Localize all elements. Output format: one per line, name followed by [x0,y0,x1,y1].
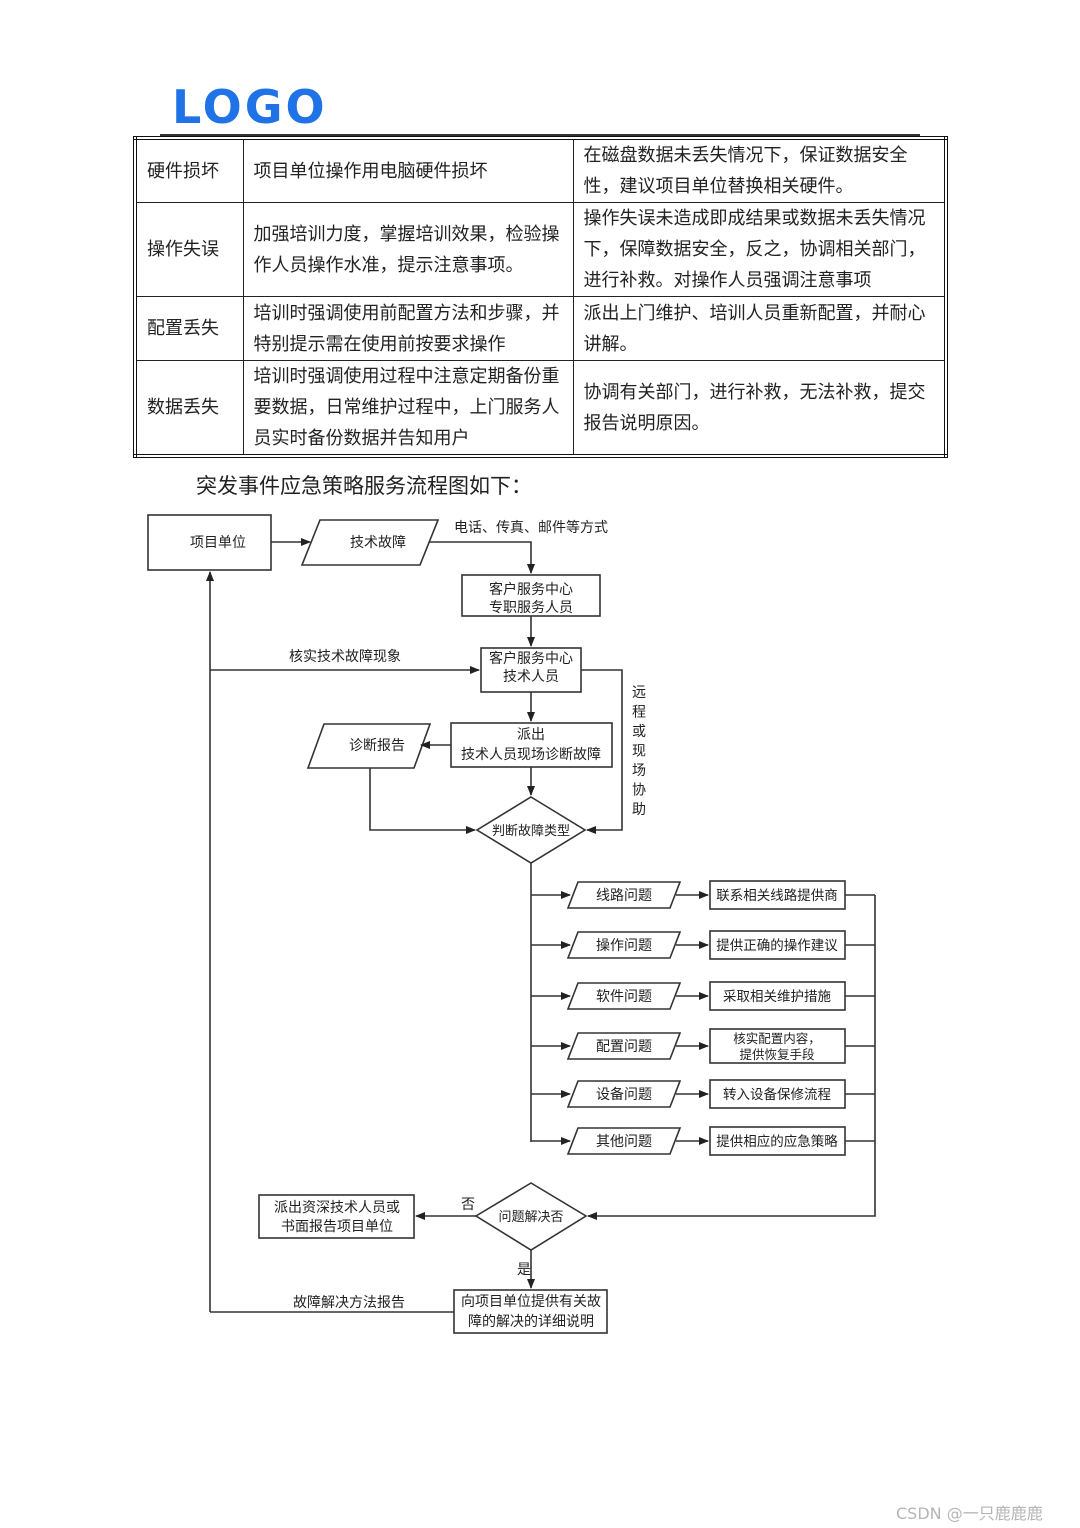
table-row: 配置丢失 培训时强调使用前配置方法和步骤，并特别提示需在使用前按要求操作 派出上… [134,296,947,361]
label-senior-b: 书面报告项目单位 [281,1219,393,1235]
remote-label-char: 助 [632,802,646,818]
watermark: CSDN @一只鹿鹿鹿 [896,1504,1043,1523]
remote-label-char: 或 [632,724,646,740]
table-cell-type: 操作失误 [134,202,244,297]
action-label: 提供恢复手段 [739,1047,814,1062]
table-cell-type: 配置丢失 [134,296,244,361]
problem-label: 其他问题 [596,1134,652,1150]
label-service-center-2-b: 技术人员 [503,669,559,685]
table-cell-response: 协调有关部门，进行补救，无法补救，提交报告说明原因。 [572,360,947,457]
node-senior [258,1194,415,1239]
label-service-center-1-a: 客户服务中心 [489,581,573,598]
problem-label: 设备问题 [596,1086,652,1103]
action-label: 采取相关维护措施 [723,989,831,1005]
label-diagnosis-report: 诊断报告 [349,738,405,754]
problem-label: 软件问题 [596,989,652,1005]
logo: LOGO [172,80,328,134]
label-yes: 是 [517,1262,531,1278]
label-no: 否 [461,1197,475,1213]
node-tech-fault [300,519,440,566]
table-cell-type: 数据丢失 [134,360,244,457]
node-diagnosis-report [306,723,432,769]
label-method-report: 故障解决方法报告 [293,1295,405,1311]
problem-node [566,931,682,959]
table-row: 数据丢失 培训时强调使用过程中注意定期备份重要数据，日常维护过程中，上门服务人员… [134,360,947,457]
label-contact-methods: 电话、传真、邮件等方式 [454,519,608,536]
table-cell-prevention: 加强培训力度，掌握培训效果，检验操作人员操作水准，提示注意事项。 [242,202,574,297]
problem-label: 线路问题 [596,888,652,904]
table-cell-prevention: 培训时强调使用过程中注意定期备份重要数据，日常维护过程中，上门服务人员实时备份数… [242,360,574,457]
remote-label-char: 协 [632,783,646,799]
problem-node [566,1080,682,1108]
label-dispatch-b: 技术人员现场诊断故障 [461,747,601,763]
risk-table: 硬件损坏 项目单位操作用电脑硬件损坏 在磁盘数据未丢失情况下，保证数据安全性，建… [133,136,948,458]
problem-node [566,1127,682,1155]
action-label: 提供相应的应急策略 [716,1133,838,1150]
action-label: 联系相关线路提供商 [716,888,838,904]
flowchart-intro: 突发事件应急策略服务流程图如下： [196,474,532,498]
remote-label-char: 现 [632,744,646,760]
label-tech-fault: 技术故障 [350,535,406,551]
remote-label-char: 程 [632,705,646,721]
label-service-center-2-a: 客户服务中心 [489,650,573,667]
label-senior-a: 派出资深技术人员或 [274,1200,400,1216]
label-dispatch-a: 派出 [517,727,545,743]
table-cell-response: 派出上门维护、培训人员重新配置，并耐心讲解。 [572,296,947,361]
label-service-center-1-b: 专职服务人员 [489,600,573,616]
problem-node [566,982,682,1010]
remote-label-char: 场 [632,763,646,779]
label-solved: 问题解决否 [498,1210,563,1225]
label-judge-type: 判断故障类型 [492,824,570,839]
remote-label-char: 远 [632,685,646,701]
action-label: 提供正确的操作建议 [716,938,838,954]
problem-label: 操作问题 [596,938,652,954]
label-project-unit: 项目单位 [190,535,246,551]
label-final-a: 向项目单位提供有关故 [461,1294,601,1310]
table-cell-prevention: 培训时强调使用前配置方法和步骤，并特别提示需在使用前按要求操作 [242,296,574,361]
label-verify: 核实技术故障现象 [289,649,401,665]
action-label: 转入设备保修流程 [723,1086,831,1103]
problem-label: 配置问题 [596,1039,652,1055]
action-label: 核实配置内容， [733,1031,821,1046]
header-rule [160,134,920,136]
problem-node [566,881,682,909]
label-final-b: 障的解决的详细说明 [468,1314,594,1330]
problem-node [566,1032,682,1060]
